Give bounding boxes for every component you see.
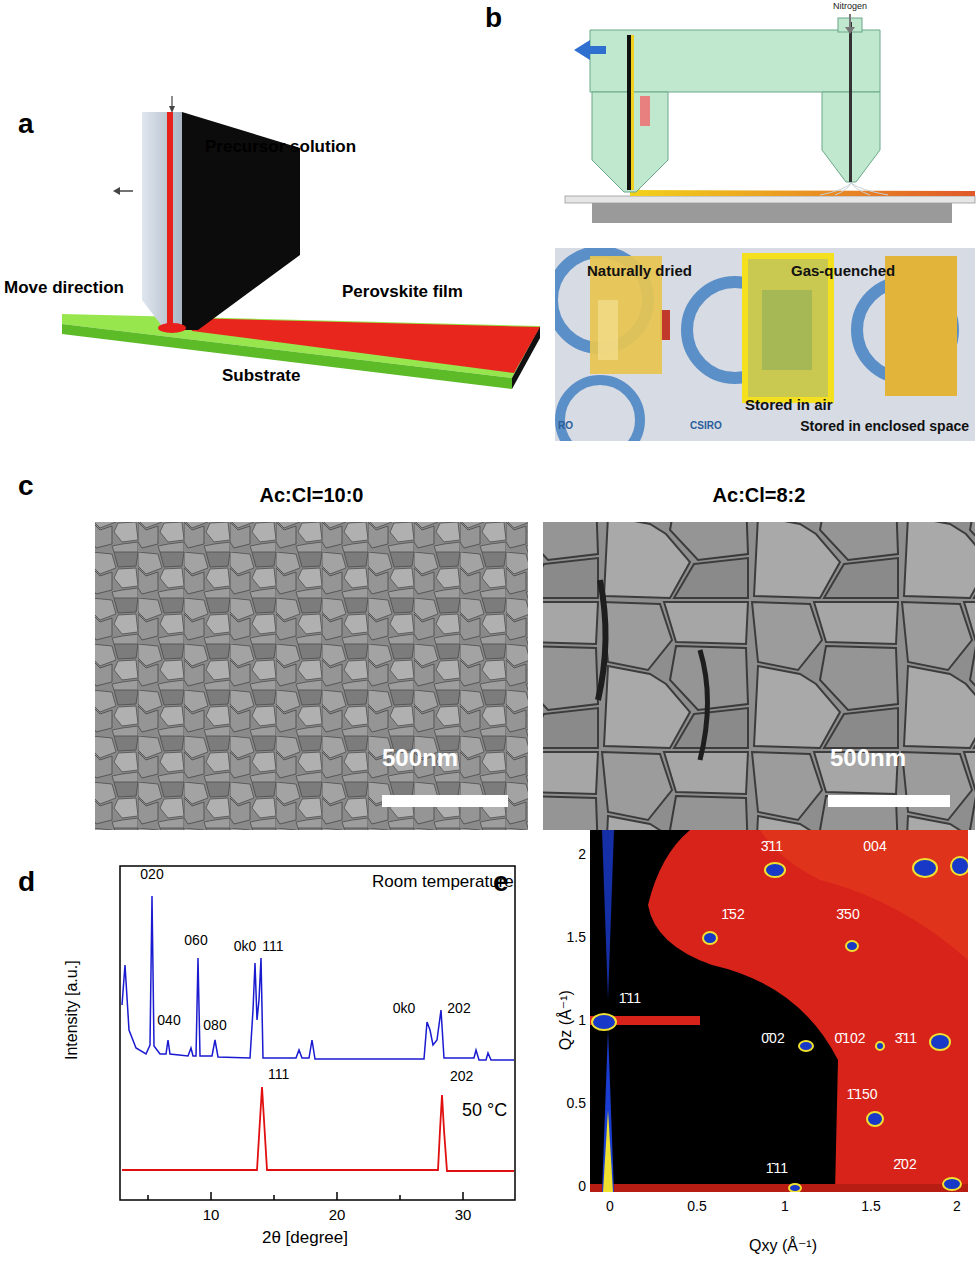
giwaxs-map [590, 830, 968, 1192]
peak-label: 2̄02 [893, 1156, 916, 1172]
tick-label: 1 [578, 1012, 586, 1028]
tick-label: 2 [578, 846, 586, 862]
sem-micrographs [95, 522, 975, 830]
axis-title: Qz (Å⁻¹) [557, 990, 575, 1050]
peak-label: 202 [450, 1068, 473, 1084]
tick-label: 30 [455, 1206, 472, 1223]
tick-label: 1.5 [861, 1198, 880, 1214]
tick-label: 2 [953, 1198, 961, 1214]
scale-bar-label: 500nm [382, 744, 458, 772]
peak-label: 3̄11 [895, 1030, 917, 1046]
axis-title: Qxy (Å⁻¹) [749, 1237, 817, 1255]
tick-label: 10 [203, 1206, 220, 1223]
peak-label: 111 [268, 1066, 289, 1082]
sample-photo [555, 248, 975, 441]
tick-label: 1.5 [567, 929, 586, 945]
image-title: Ac:Cl=10:0 [95, 484, 528, 507]
panel-letter: d [18, 866, 35, 898]
panel-letter: c [18, 470, 34, 502]
photo-panel: Naturally dried Gas-quenchedStored in air… [555, 248, 975, 441]
sem-image: Ac:Cl=10:0500nm [95, 522, 528, 830]
peak-label: 0k0 [234, 938, 257, 954]
part-label: Precursor solution [205, 137, 356, 157]
sample-label: Gas-quenched [791, 262, 895, 279]
axis-title: 2θ [degree] [262, 1228, 348, 1248]
peak-label: 020 [140, 866, 163, 882]
peak-label: 1̄52 [721, 906, 744, 922]
peak-label: 040 [157, 1012, 180, 1028]
tick-label: 0.5 [567, 1095, 586, 1111]
peak-label: 111 [262, 938, 283, 954]
sample-label: Stored in air [745, 396, 833, 413]
panel-letter: b [485, 2, 502, 34]
part-label: Move direction [4, 278, 124, 298]
peak-label: 004 [863, 838, 886, 854]
axis-title: Intensity [a.u.] [63, 960, 81, 1060]
peak-label: 0k0 [393, 1000, 416, 1016]
peak-label: 202 [447, 1000, 470, 1016]
peak-label: 1̄150 [846, 1086, 877, 1102]
slot-die-illustration [62, 96, 540, 389]
peak-label: 1̄11 [766, 1160, 788, 1176]
tick-label: 0.5 [687, 1198, 706, 1214]
image-title: Ac:Cl=8:2 [543, 484, 975, 507]
xrd-plot [120, 866, 515, 1200]
tick-label: 0 [578, 1178, 586, 1194]
sem-image: Ac:Cl=8:2500nm [543, 522, 975, 830]
peak-label: 080 [203, 1017, 226, 1033]
part-label: Perovskite film [342, 282, 463, 302]
peak-label: 0̄02 [761, 1030, 784, 1046]
gas-label: Nitrogen [833, 1, 867, 11]
tick-label: 0 [606, 1198, 614, 1214]
part-label: Substrate [222, 366, 300, 386]
peak-label: 060 [184, 932, 207, 948]
tick-label: 20 [329, 1206, 346, 1223]
panel-letter: a [18, 108, 34, 140]
scale-bar-label: 500nm [830, 744, 906, 772]
annotation: Room temperature [372, 872, 514, 892]
annotation: 50 °C [462, 1100, 507, 1121]
watermark: CSIRO [690, 420, 722, 432]
peak-label: 1̄11 [619, 990, 641, 1006]
sample-label: Stored in enclosed space [800, 418, 969, 434]
gas-knife-illustration [565, 14, 975, 223]
peak-label: 0̄102 [834, 1030, 865, 1046]
watermark: RO [558, 420, 573, 432]
peak-label: 3̄11 [761, 838, 783, 854]
tick-label: 1 [781, 1198, 789, 1214]
peak-label: 3̄50 [836, 906, 859, 922]
sample-label: Naturally dried [587, 262, 692, 279]
